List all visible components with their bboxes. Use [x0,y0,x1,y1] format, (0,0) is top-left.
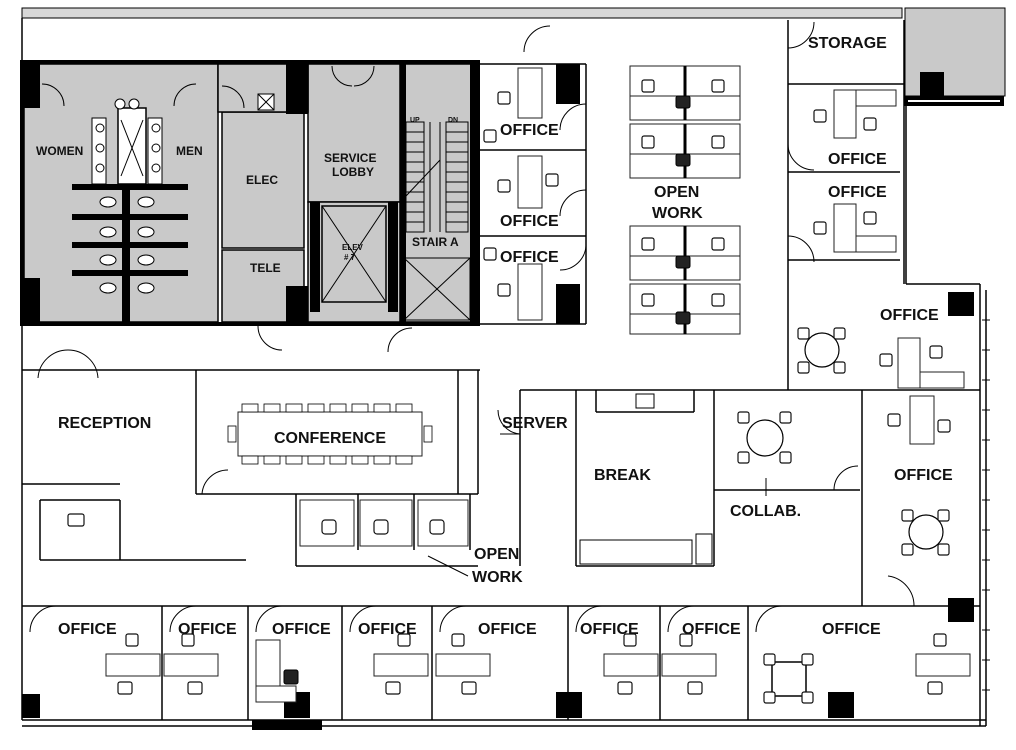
label-reception: RECEPTION [58,415,151,432]
label-office-e2: OFFICE [828,184,887,201]
label-stair-dn: DN [448,117,458,124]
label-open-1: OPEN [654,184,699,201]
door-swings [29,21,915,633]
label-office-s1: OFFICE [58,621,117,638]
label-office-s3: OFFICE [272,621,331,638]
room-labels: STORAGE WOMEN MEN ELEC TELE SERVICE LOBB… [36,35,953,638]
break-sink [635,393,655,409]
label-office-n3: OFFICE [500,249,559,266]
north-exterior-wall [21,7,903,19]
label-office-e3: OFFICE [880,307,939,324]
label-women: WOMEN [36,144,83,158]
east-window-ticks [982,319,990,691]
open-work-north-stations [629,65,741,335]
label-work-1: WORK [652,205,703,222]
label-elev-number: # 7 [344,253,356,262]
label-men: MEN [176,144,203,158]
open-work-south-stations [299,499,469,577]
core-details [24,62,476,322]
label-open-2: OPEN [474,546,519,563]
label-collab: COLLAB. [730,503,801,520]
label-office-e4: OFFICE [894,467,953,484]
east-office-furniture [797,89,965,556]
label-office-e1: OFFICE [828,151,887,168]
label-work-2: WORK [472,569,523,586]
label-elev: ELEV [342,243,364,252]
label-server: SERVER [502,415,568,432]
label-elec: ELEC [246,173,278,187]
label-conference: CONFERENCE [274,430,386,447]
label-office-s8: OFFICE [822,621,881,638]
label-stair-a: STAIR A [412,235,459,249]
label-office-s2: OFFICE [178,621,237,638]
service-lobby [307,63,401,203]
structural-columns [22,64,974,730]
walls [20,18,1004,727]
label-office-n1: OFFICE [500,122,559,139]
label-break: BREAK [594,467,651,484]
label-office-s5: OFFICE [478,621,537,638]
label-tele: TELE [250,261,281,275]
reception-chair [67,513,85,527]
label-office-s6: OFFICE [580,621,639,638]
label-service: SERVICE [324,151,376,165]
label-storage: STORAGE [808,35,887,52]
north-office-furniture [483,67,559,321]
label-lobby: LOBBY [332,165,374,179]
label-stair-up: UP [410,117,420,124]
label-office-s7: OFFICE [682,621,741,638]
south-office-furniture [105,633,971,704]
label-office-n2: OFFICE [500,213,559,230]
label-office-s4: OFFICE [358,621,417,638]
conference-table [227,403,433,465]
collab-furniture [737,411,792,464]
